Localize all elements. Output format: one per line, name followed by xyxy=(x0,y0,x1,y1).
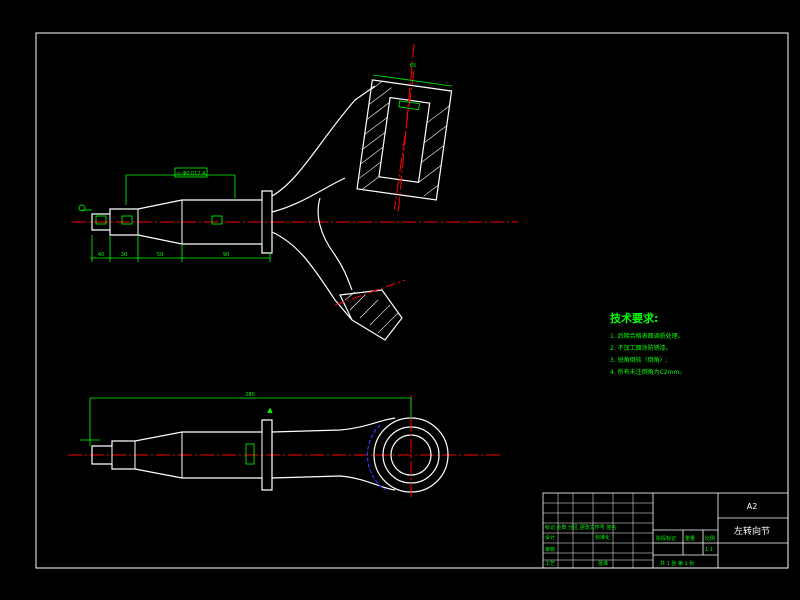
tech-req-item: 1. 后期合格表面调质处理。 xyxy=(610,332,684,340)
top-dimensions xyxy=(78,167,271,262)
lower-arm-outer xyxy=(271,231,353,321)
reviewer-label: 审核 xyxy=(545,546,555,553)
scale-value: 1:1 xyxy=(705,547,713,553)
weight-label: 重量 xyxy=(685,535,695,542)
sheet-count: 共 1 张 第 1 张 xyxy=(660,560,694,567)
upper-arm-outer xyxy=(271,85,376,197)
title-block xyxy=(542,492,789,569)
approval-label: 批准 xyxy=(598,560,608,567)
hidden-arc xyxy=(366,424,386,491)
tech-req-item: 4. 所有未注倒角为C2mm。 xyxy=(610,368,685,376)
kingpin-axis xyxy=(397,43,415,216)
stage-label: 阶段标记 xyxy=(656,535,676,542)
designer-label: 设计 xyxy=(545,534,555,541)
tech-req-item: 3. 锐角倒钝（倒角）; xyxy=(610,356,668,364)
geometric-tolerance-label: ◎ Φ0.012 A xyxy=(176,171,206,177)
leader-mark: ▲ xyxy=(267,406,273,414)
tech-requirements: 技术要求: 1. 后期合格表面调质处理。 2. 不加工面涂防锈漆。 3. 锐角倒… xyxy=(610,311,685,376)
tech-req-item: 2. 不加工面涂防锈漆。 xyxy=(610,344,672,352)
arm-side-bottom xyxy=(271,475,396,491)
revision-header: 标记 处数 分区 更改文件号 签名 xyxy=(545,524,616,531)
dim-segment-3: 50 xyxy=(157,252,163,258)
top-view: ◎ Φ0.012 A 40 30 50 90 65 xyxy=(72,43,518,341)
drawing-border xyxy=(35,32,789,569)
upper-arm-inner xyxy=(271,177,346,213)
lower-arm-inner xyxy=(317,197,353,291)
lower-ball-end xyxy=(334,279,406,341)
dim-segment-4: 90 xyxy=(223,252,229,258)
dim-eye-width: 65 xyxy=(410,63,416,69)
drawing-number: A2 xyxy=(747,502,758,511)
dim-segment-2: 30 xyxy=(121,252,127,258)
dim-overall-length: 280 xyxy=(245,392,255,398)
arm-side-top xyxy=(271,417,396,433)
upper-boss xyxy=(356,70,453,210)
scale-label: 比例 xyxy=(705,535,715,542)
part-name: 左转向节 xyxy=(734,525,770,537)
standardization-label: 标准化 xyxy=(595,534,610,541)
bottom-view: 280 ▲ xyxy=(68,392,500,500)
process-label: 工艺 xyxy=(545,561,555,567)
bottom-dimensions xyxy=(80,397,412,465)
tech-req-title: 技术要求: xyxy=(610,311,658,325)
dim-segment-1: 40 xyxy=(98,252,104,258)
